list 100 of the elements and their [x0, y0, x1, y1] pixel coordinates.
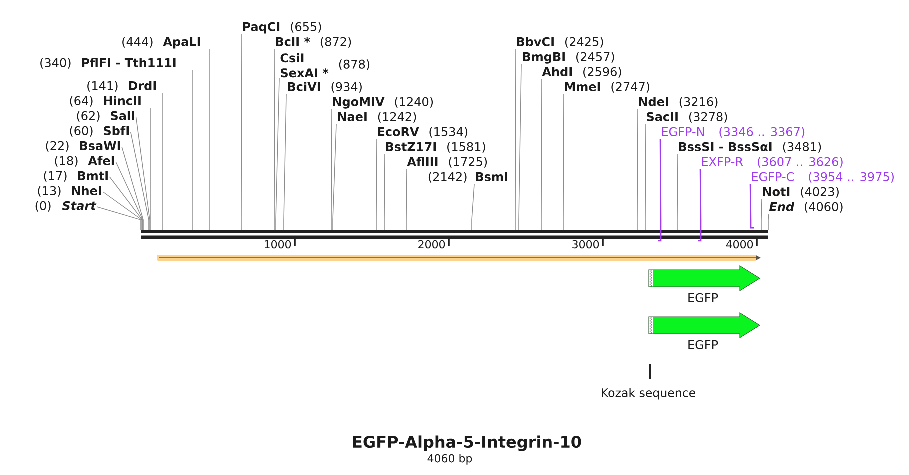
- enzyme-label: SalI: [111, 111, 134, 120]
- enzyme-label: EcoRV: [378, 128, 420, 136]
- position-label: (3954 .. 3975): [809, 172, 894, 183]
- leader-line: [150, 108, 151, 231]
- leader-line: [541, 79, 542, 231]
- position-label: (62): [77, 111, 100, 122]
- primer-label: EGFP-N: [662, 127, 704, 136]
- enzyme-label: ApaLI: [163, 38, 200, 49]
- enzyme-label: AhdI: [542, 67, 572, 76]
- enzyme-label: SacII: [647, 112, 678, 122]
- enzyme-label: BssSI - BssSαI: [679, 142, 772, 152]
- enzyme-label: MmeI: [565, 82, 600, 92]
- enzyme-label: NgoMIV: [333, 98, 385, 109]
- position-label: (141): [88, 81, 118, 92]
- enzyme-label: NotI: [763, 188, 790, 196]
- enzyme-label: BsmI: [476, 172, 508, 182]
- enzyme-label: AflIII: [407, 157, 438, 166]
- enzyme-label: BbvCI: [517, 37, 554, 46]
- enzyme-label: Start: [62, 201, 97, 210]
- primer-line: [698, 169, 702, 242]
- position-label: (3216): [680, 97, 718, 108]
- enzyme-label: BsaWI: [80, 142, 120, 150]
- leader-line: [645, 124, 646, 231]
- enzyme-label: BstZ17I: [386, 142, 436, 152]
- position-label: (934): [332, 82, 362, 93]
- position-label: (3481): [783, 142, 822, 153]
- enzyme-label: PflFI - Tth111I: [82, 58, 176, 68]
- leader-line: [472, 184, 475, 231]
- enzyme-label: DrdI: [129, 81, 156, 90]
- primer-line: [658, 139, 662, 242]
- map-title: EGFP-Alpha-5-Integrin-10: [354, 436, 582, 452]
- leader-line: [109, 176, 143, 231]
- leader-line: [563, 94, 564, 231]
- feature-label: Kozak sequence: [602, 388, 696, 400]
- position-label: (2596): [584, 67, 622, 78]
- enzyme-label: BciVI: [288, 82, 320, 92]
- sequence-length: 4060 bp: [428, 454, 472, 465]
- enzyme-label: BmtI: [78, 172, 108, 180]
- enzyme-label: SbfI: [104, 126, 130, 136]
- position-label: (64): [70, 96, 93, 107]
- position-label: (1242): [378, 112, 416, 123]
- enzyme-label: AfeI: [88, 156, 114, 166]
- position-label: (4060): [804, 202, 843, 213]
- feature-label: EGFP: [688, 293, 718, 302]
- leader-line: [677, 154, 678, 231]
- position-label: (18): [55, 156, 78, 167]
- leader-line: [518, 64, 522, 231]
- position-label: (3278): [689, 112, 728, 123]
- position-label: (2142): [428, 172, 467, 183]
- leader-line: [276, 78, 280, 231]
- position-label: (3346 .. 3367): [720, 127, 805, 138]
- position-label: (2425): [565, 37, 604, 48]
- enzyme-label: NdeI: [639, 97, 668, 106]
- position-label: (4023): [801, 187, 839, 198]
- leader-line: [406, 169, 408, 231]
- leader-line: [376, 139, 378, 231]
- leader-line: [761, 199, 762, 231]
- position-label: (1240): [395, 97, 434, 108]
- position-label: (878): [339, 60, 370, 70]
- primer-label: EXFP-R: [702, 158, 744, 166]
- feature-band: [157, 255, 761, 261]
- position-label: (655): [291, 22, 322, 33]
- scale-number: 3000: [572, 240, 600, 249]
- enzyme-label: HincII: [104, 96, 141, 106]
- leader-line: [331, 109, 332, 231]
- leader-line: [192, 70, 194, 231]
- leader-line: [274, 49, 276, 231]
- position-label: (872): [320, 37, 352, 48]
- sequence-bar: [141, 230, 768, 239]
- position-label: (0): [36, 201, 51, 212]
- scale-number: 2000: [418, 240, 446, 249]
- scale-number: 1000: [265, 240, 292, 249]
- enzyme-label: End: [769, 202, 795, 212]
- enzyme-label: CsiI SexAI *: [280, 53, 329, 78]
- position-label: (60): [70, 126, 93, 137]
- feature-label: EGFP: [688, 340, 718, 350]
- leader-line: [637, 109, 638, 231]
- primer-line: [750, 184, 754, 229]
- primer-label: EGFP-C: [752, 172, 794, 182]
- leader-line: [768, 214, 770, 231]
- position-label: (340): [40, 58, 71, 69]
- leader-line: [162, 93, 164, 231]
- position-label: (3607 .. 3626): [758, 157, 843, 168]
- leader-line: [136, 116, 150, 231]
- leader-line: [122, 146, 144, 231]
- position-label: (2457): [576, 52, 614, 63]
- enzyme-label: NaeI: [338, 112, 367, 122]
- position-label: (22): [46, 141, 69, 152]
- position-label: (17): [44, 171, 67, 182]
- leader-line: [515, 49, 516, 231]
- leader-line: [384, 154, 386, 231]
- enzyme-label: BmgBI: [523, 52, 565, 64]
- scale-number: 4000: [726, 240, 754, 249]
- position-label: (1581): [448, 142, 486, 153]
- leader-line: [102, 192, 142, 231]
- position-label: (444): [122, 37, 153, 48]
- leader-line: [116, 162, 144, 231]
- leader-line: [284, 94, 287, 231]
- position-label: (2747): [612, 82, 650, 93]
- leader-line: [241, 34, 242, 231]
